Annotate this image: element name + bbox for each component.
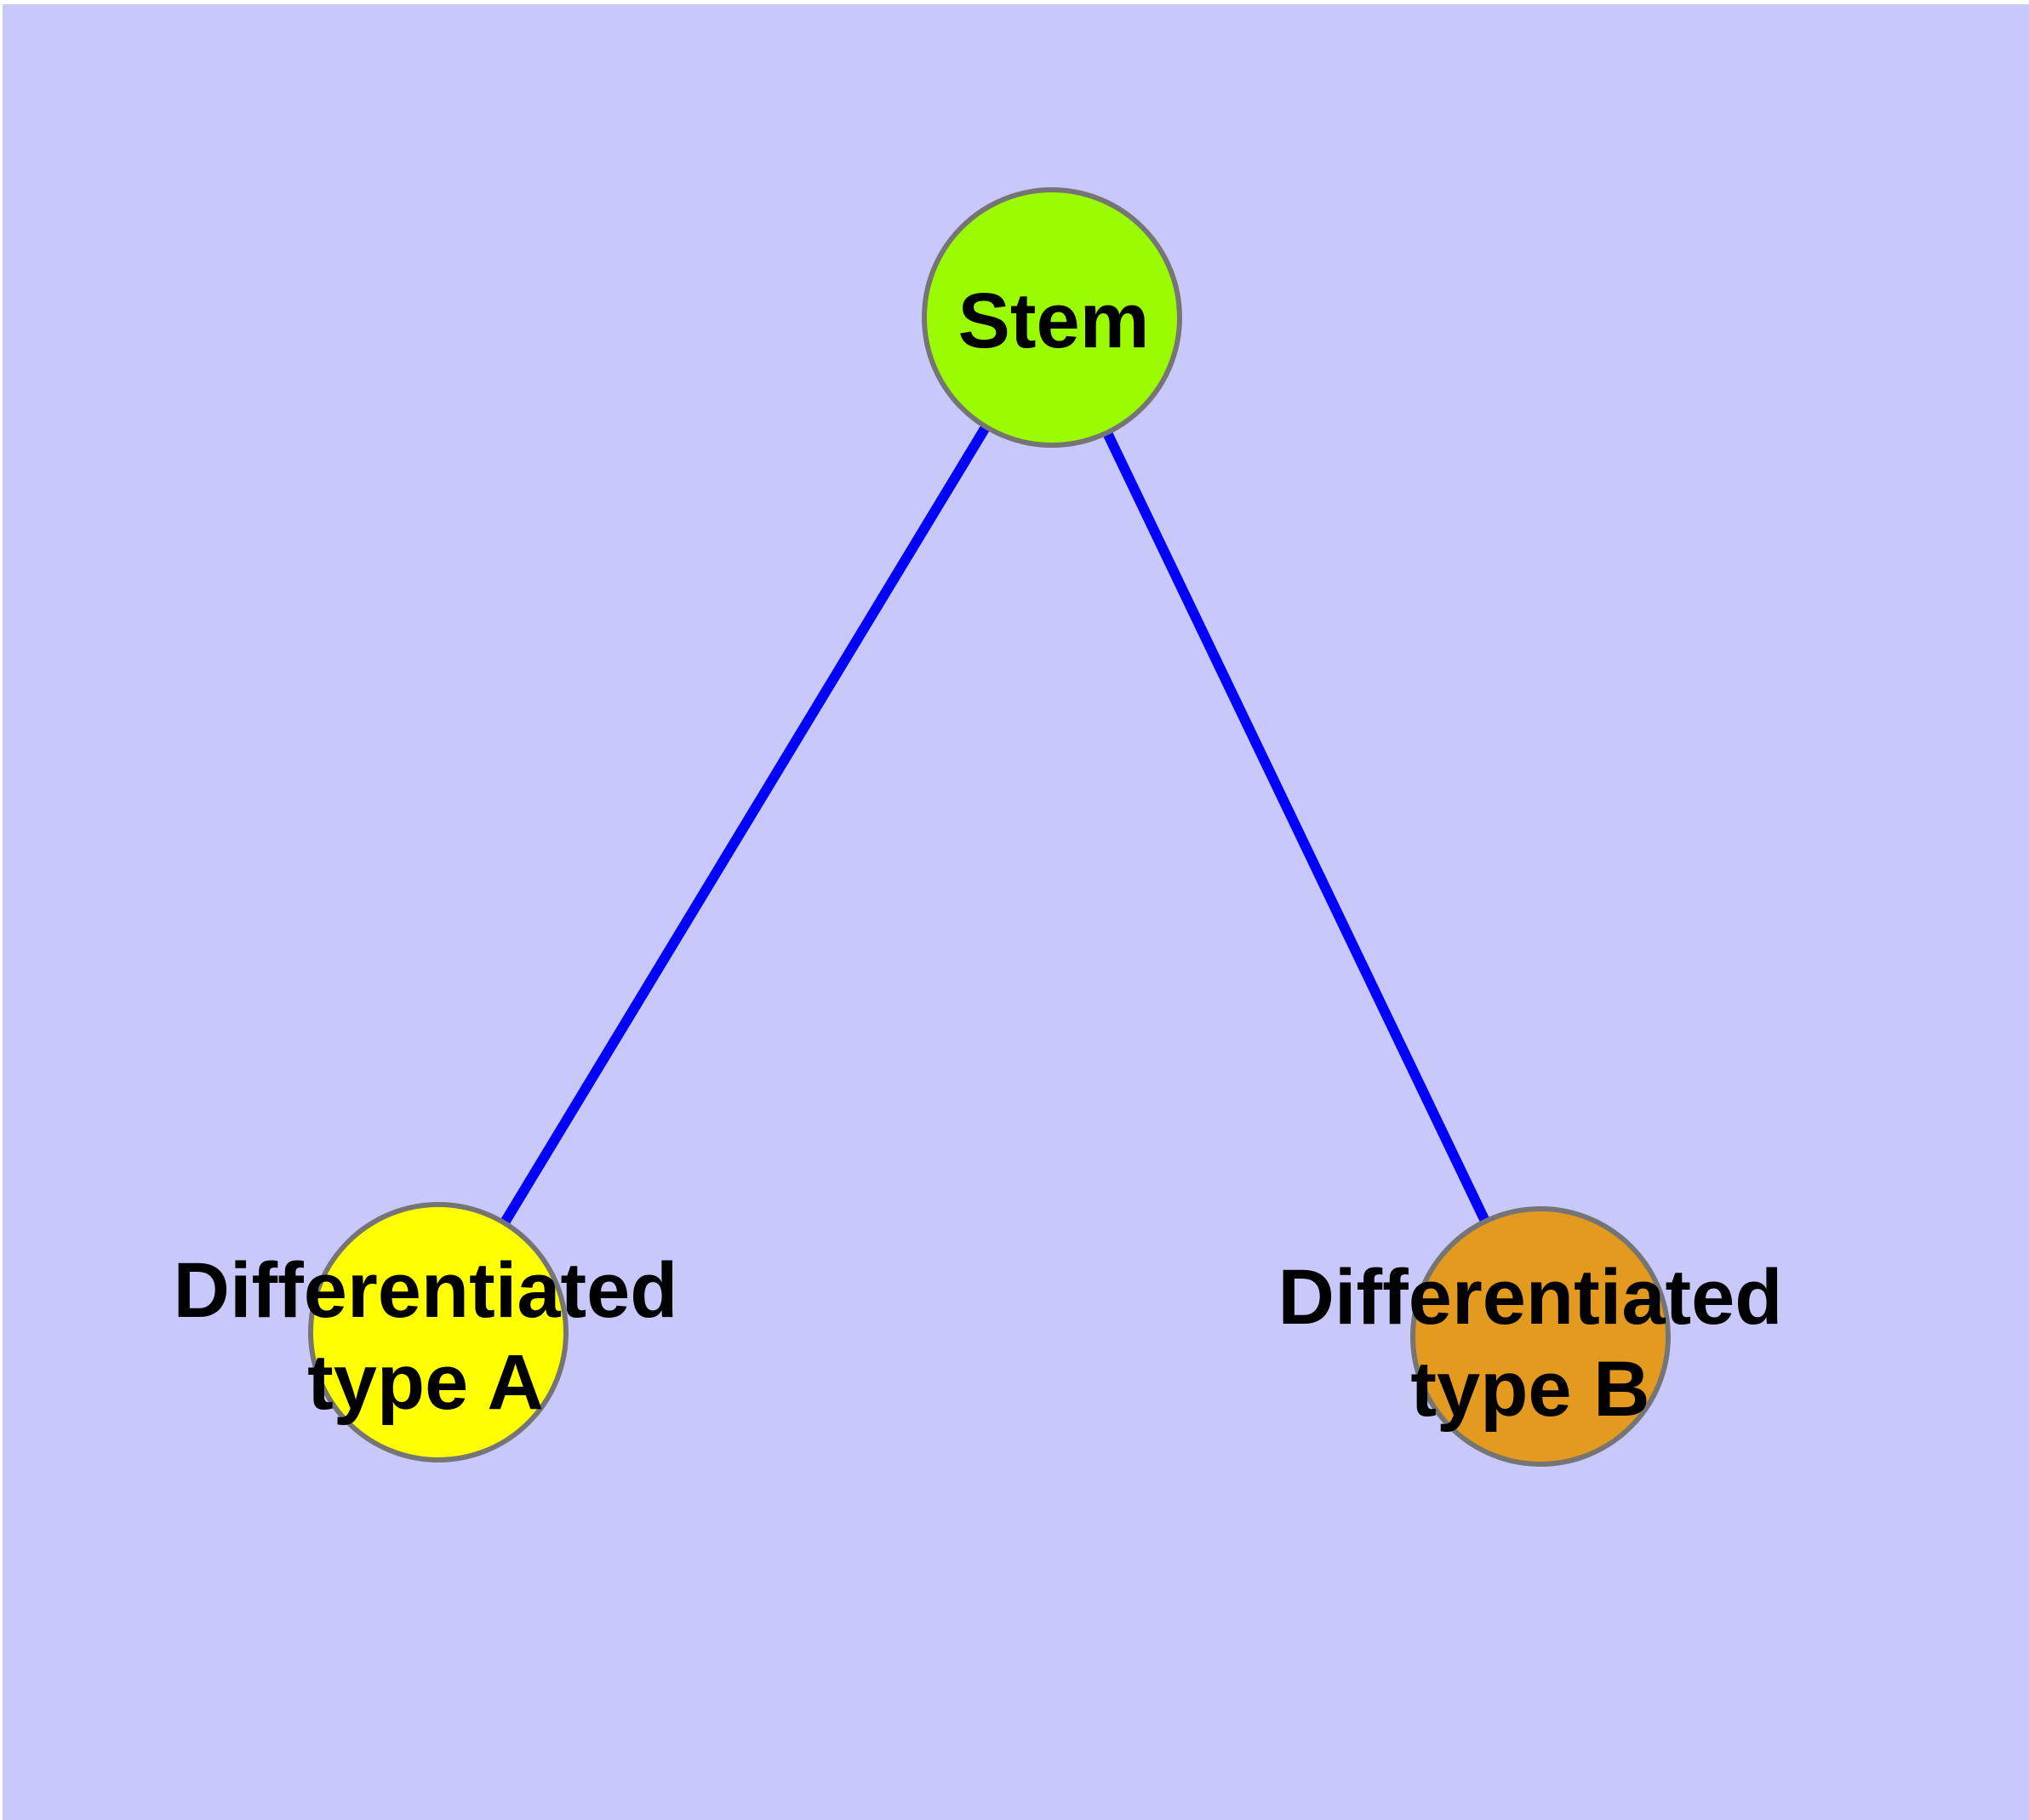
node-type-a-label-line1: Differentiated	[174, 1247, 678, 1334]
edge-stem-to-type-b	[1047, 315, 1546, 1339]
node-differentiated-type-a	[308, 1202, 569, 1462]
node-type-b-label-line2: type B	[1410, 1346, 1649, 1433]
edge-stem-to-type-a	[433, 314, 1057, 1336]
node-stem	[922, 187, 1182, 448]
node-type-a-label-line2: type A	[307, 1339, 544, 1426]
node-type-b-label-line1: Differentiated	[1278, 1254, 1783, 1341]
node-differentiated-type-b	[1410, 1206, 1671, 1467]
node-stem-label: Stem	[958, 278, 1150, 364]
